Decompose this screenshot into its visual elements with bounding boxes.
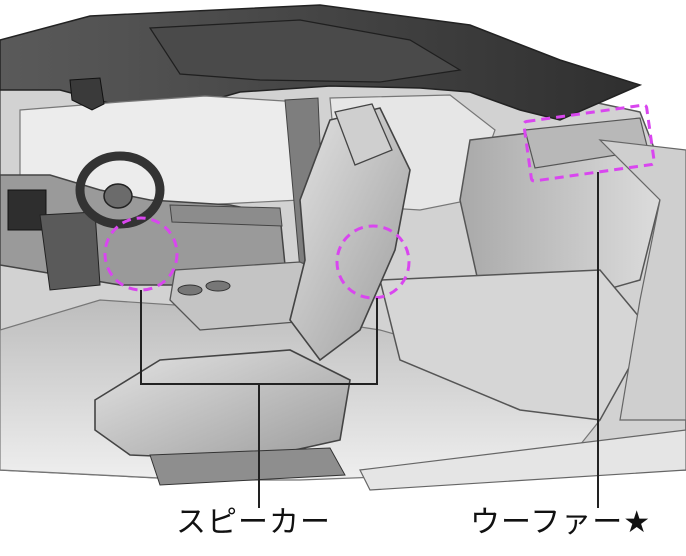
speaker-label: スピーカー [176, 505, 331, 540]
seat-rail [149, 447, 346, 486]
speaker-highlight-door [103, 216, 179, 292]
woofer-label: ウーファー★ [470, 505, 652, 540]
speaker-leader-line [140, 290, 378, 508]
center-console-panel [39, 211, 101, 291]
speaker-highlight-seat [335, 224, 411, 300]
steering-hub [103, 183, 133, 209]
cup-holder-2 [205, 280, 231, 292]
rear-seat-cushion [379, 269, 651, 421]
rear-view-mirror [69, 77, 105, 111]
cup-holder-1 [177, 284, 203, 296]
front-headrest [334, 103, 393, 166]
woofer-highlight [522, 103, 656, 183]
center-display [7, 189, 47, 231]
sunroof-frame [148, 19, 462, 83]
rear-door-panel [598, 139, 686, 421]
front-seat-cushion [94, 349, 351, 461]
door-trim [169, 204, 283, 227]
door-sill [359, 429, 686, 491]
steering-wheel [75, 151, 165, 229]
